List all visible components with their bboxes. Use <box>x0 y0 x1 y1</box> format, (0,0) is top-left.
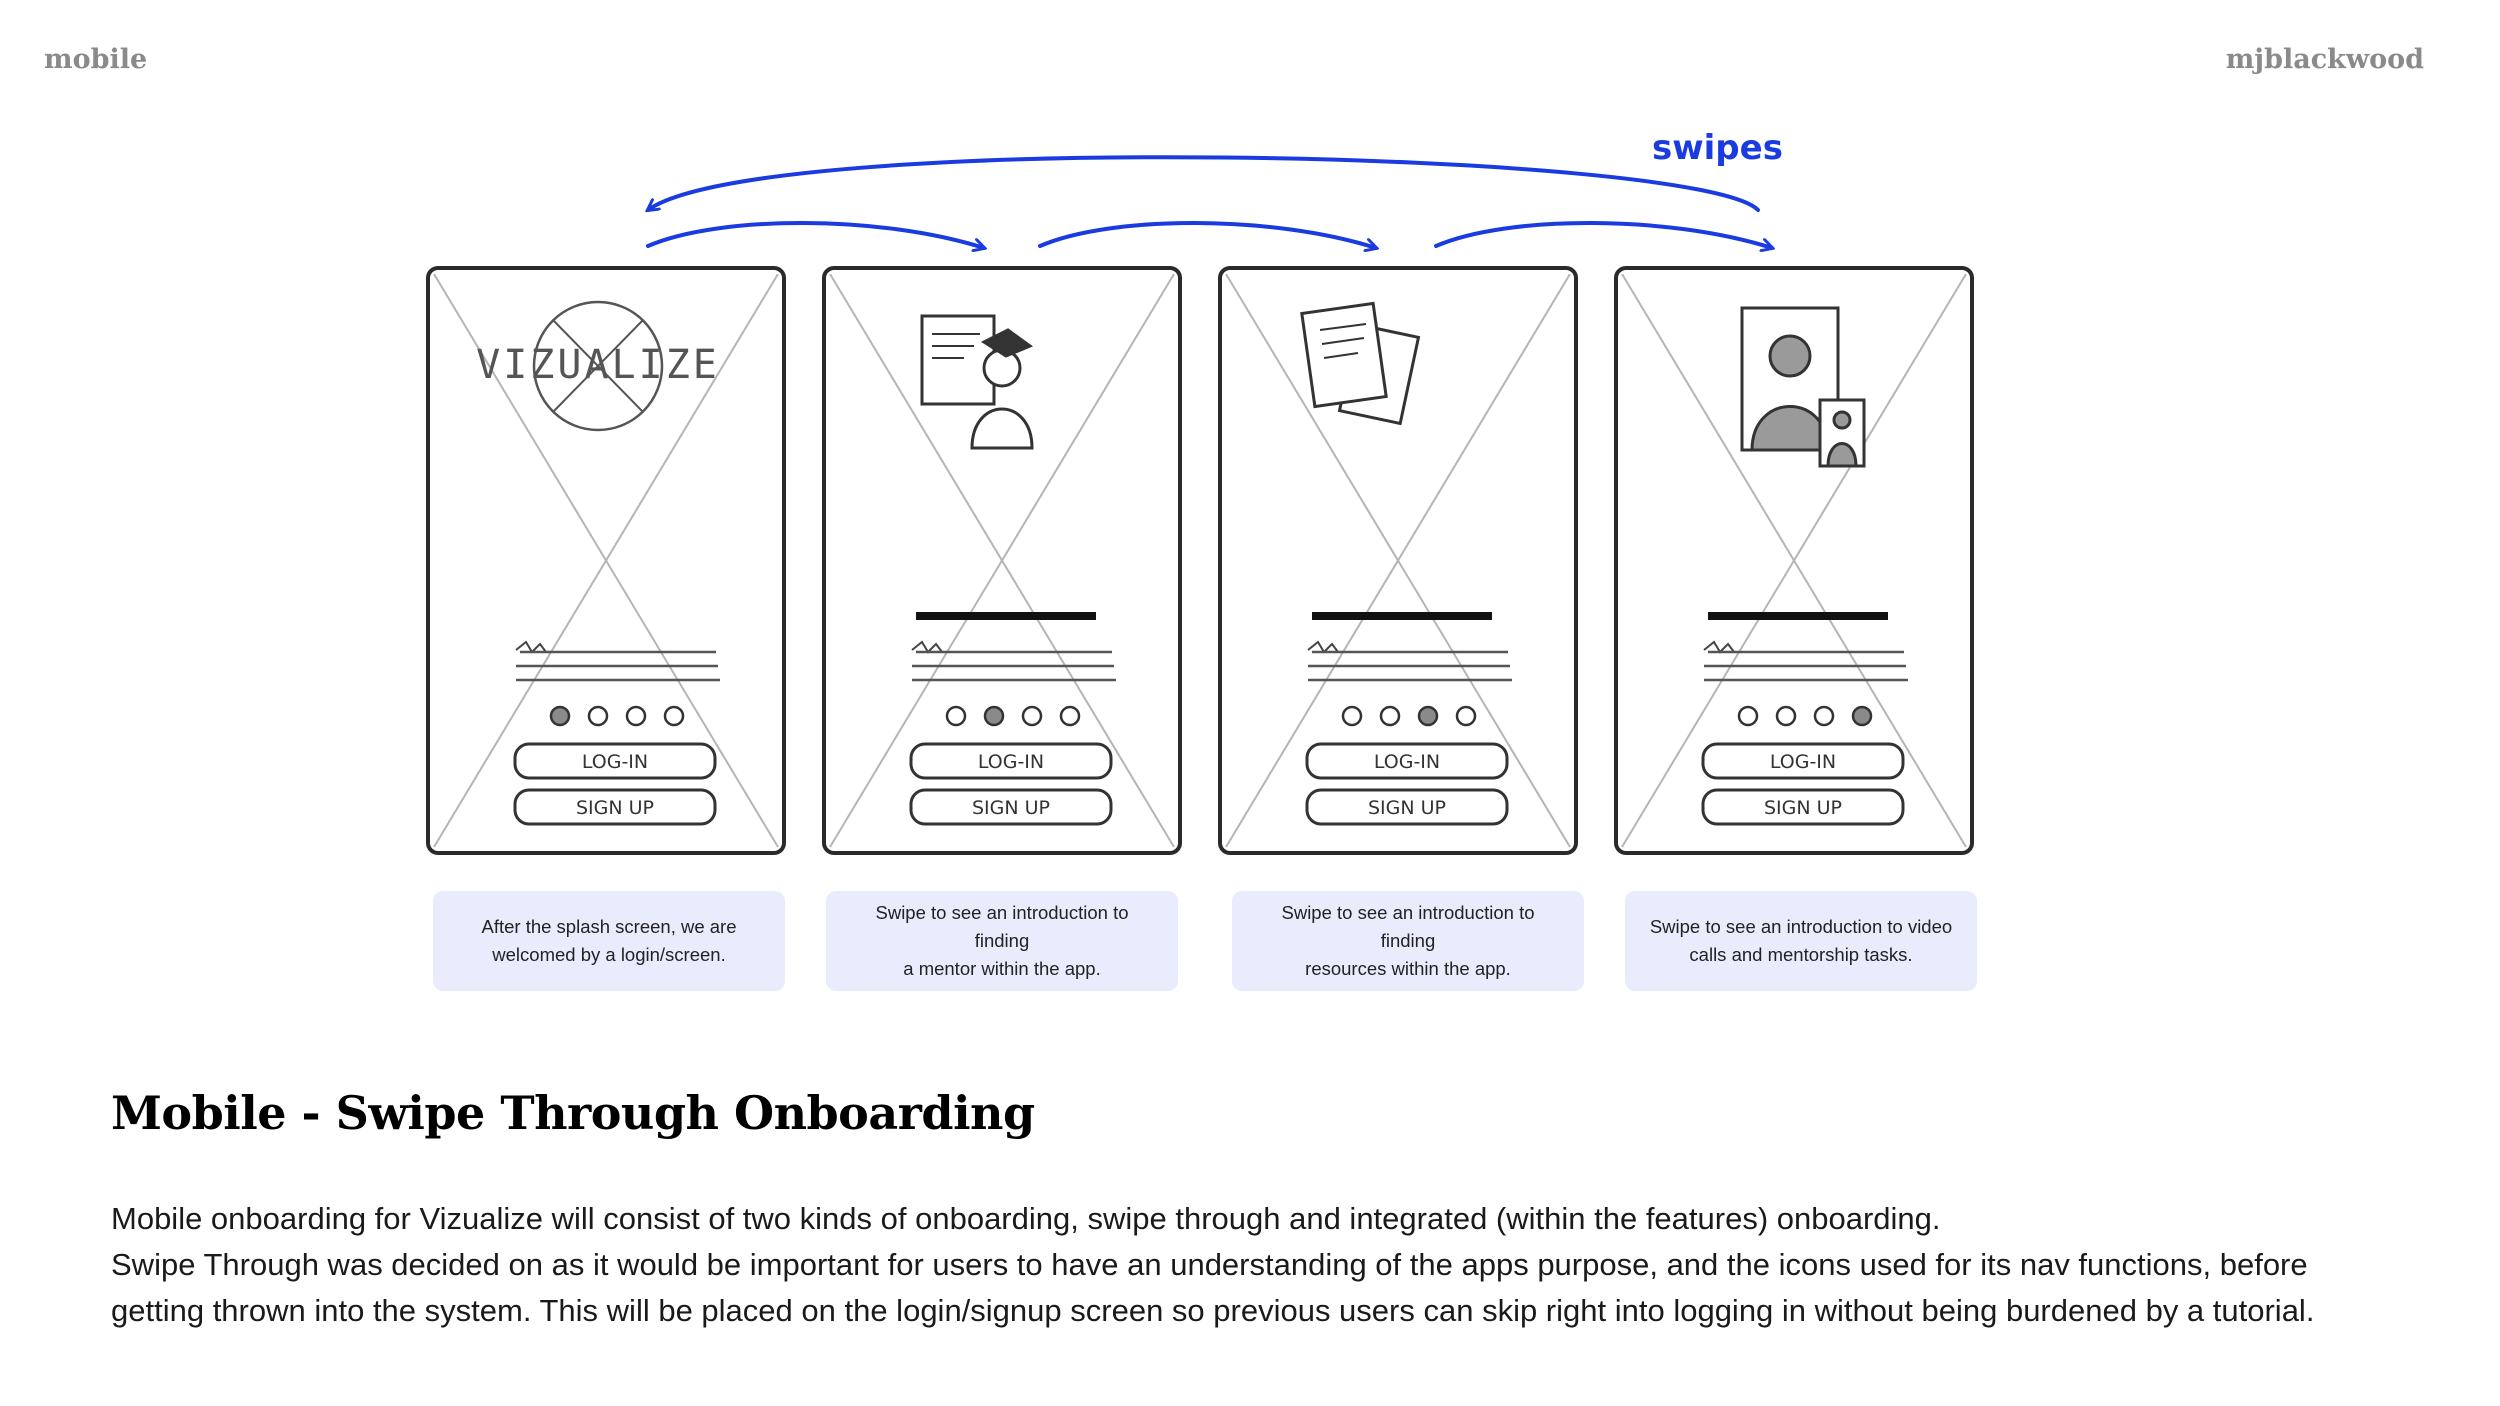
caption-line: Swipe to see an introduction to finding <box>875 902 1129 951</box>
caption-line: resources within the app. <box>1305 958 1511 979</box>
login-button-label: LOG-IN <box>978 751 1044 773</box>
mentor-graduate-icon <box>920 314 1034 450</box>
pagination-dots <box>549 705 685 727</box>
caption-frame-2: Swipe to see an introduction to finding a… <box>826 891 1178 991</box>
wireframe-frame-3: LOG-IN SIGN UP <box>1218 266 1578 855</box>
swipe-arrow-2 <box>1038 221 1376 248</box>
swipe-arrows <box>646 155 1772 248</box>
signup-button-label: SIGN UP <box>1764 797 1842 819</box>
swipe-arrow-1 <box>646 221 984 248</box>
caption-line: welcomed by a login/screen. <box>492 944 726 965</box>
caption-frame-4: Swipe to see an introduction to video cal… <box>1625 891 1977 991</box>
signup-button: SIGN UP <box>1305 788 1509 826</box>
description-line: Swipe Through was decided on as it would… <box>111 1247 2308 1282</box>
login-button-label: LOG-IN <box>1770 751 1836 773</box>
logo-text: VIZUALIZE <box>476 342 720 388</box>
pagination-dots <box>1341 705 1477 727</box>
signup-button: SIGN UP <box>909 788 1113 826</box>
pagination-dots <box>1737 705 1873 727</box>
login-button: LOG-IN <box>513 742 717 780</box>
login-button: LOG-IN <box>909 742 1113 780</box>
login-button-label: LOG-IN <box>582 751 648 773</box>
login-button: LOG-IN <box>1305 742 1509 780</box>
header-right-label: mjblackwood <box>2225 44 2424 75</box>
wireframe-frame-4: LOG-IN SIGN UP <box>1614 266 1974 855</box>
wireframe-frame-2: LOG-IN SIGN UP <box>822 266 1182 855</box>
wireframe-frame-1: VIZUALIZE LOG-IN SIGN UP <box>426 266 786 855</box>
header-left-label: mobile <box>44 44 148 75</box>
caption-line: calls and mentorship tasks. <box>1689 944 1913 965</box>
description-line: getting thrown into the system. This wil… <box>111 1293 2315 1328</box>
logo-placeholder-icon: VIZUALIZE <box>476 300 720 432</box>
signup-button-label: SIGN UP <box>576 797 654 819</box>
signup-button-label: SIGN UP <box>972 797 1050 819</box>
login-button: LOG-IN <box>1701 742 1905 780</box>
description-line: Mobile onboarding for Vizualize will con… <box>111 1201 1941 1236</box>
section-title: Mobile - Swipe Through Onboarding <box>111 1086 1035 1140</box>
caption-line: Swipe to see an introduction to video <box>1649 916 1953 937</box>
signup-button: SIGN UP <box>513 788 717 826</box>
caption-line: a mentor within the app. <box>903 958 1101 979</box>
caption-frame-1: After the splash screen, we are welcomed … <box>433 891 785 991</box>
video-call-icon <box>1740 306 1866 468</box>
caption-frame-3: Swipe to see an introduction to finding r… <box>1232 891 1584 991</box>
resource-documents-icon <box>1300 301 1421 426</box>
caption-line: After the splash screen, we are <box>481 916 737 937</box>
login-button-label: LOG-IN <box>1374 751 1440 773</box>
signup-button-label: SIGN UP <box>1368 797 1446 819</box>
swipes-label: swipes <box>1652 128 1783 168</box>
swipe-arrow-3 <box>1434 221 1772 248</box>
pagination-dots <box>945 705 1081 727</box>
section-description: Mobile onboarding for Vizualize will con… <box>111 1196 2451 1334</box>
signup-button: SIGN UP <box>1701 788 1905 826</box>
swipe-back-arrow <box>648 155 1760 210</box>
caption-line: Swipe to see an introduction to finding <box>1281 902 1535 951</box>
